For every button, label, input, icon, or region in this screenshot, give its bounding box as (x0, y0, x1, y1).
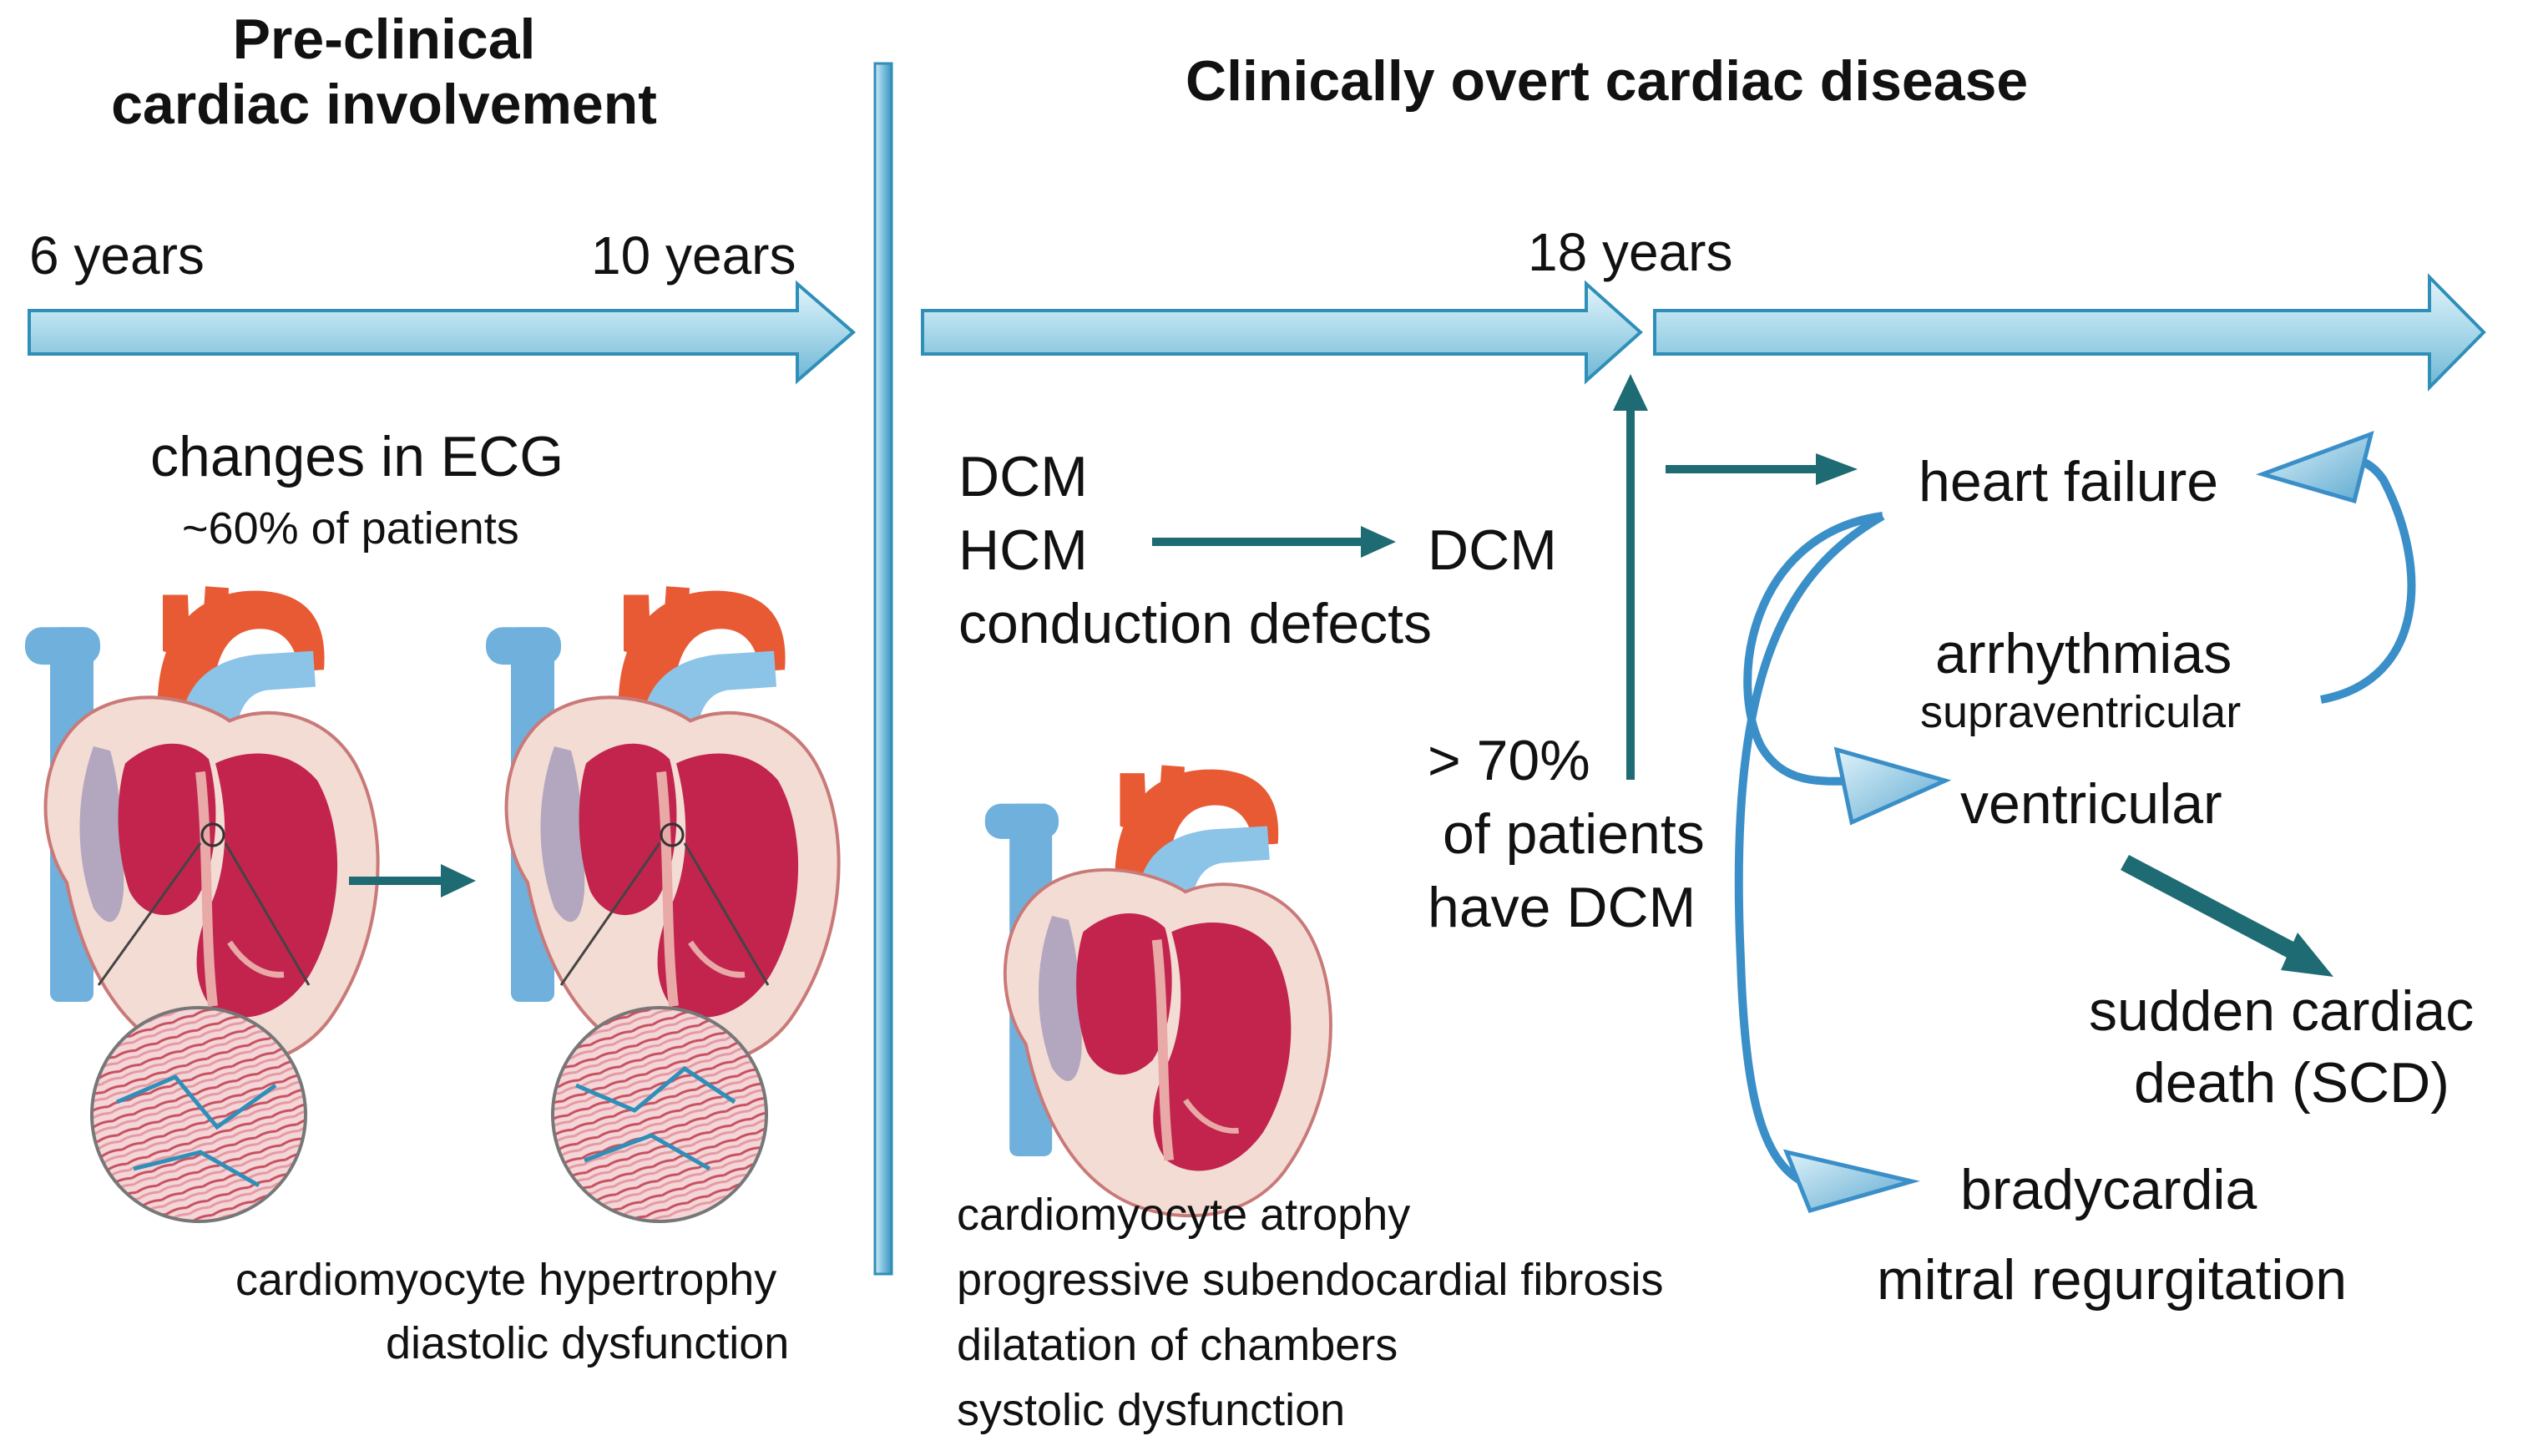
overt-caption-1: cardiomyocyte atrophy (957, 1190, 1411, 1240)
progression-target-dcm: DCM (1428, 518, 1557, 582)
heart-image-dilated (985, 766, 1331, 1216)
header-preclinical: Pre-clinical cardiac involvement (67, 7, 701, 137)
outcome-supraventricular: supraventricular (1920, 687, 2242, 737)
ecg-title: changes in ECG (150, 425, 564, 488)
year-label-18: 18 years (1528, 222, 1733, 282)
outcome-mitral-regurgitation: mitral regurgitation (1877, 1248, 2348, 1312)
outcome-heart-failure: heart failure (1919, 450, 2219, 513)
arrow-heart-progression (349, 877, 441, 885)
phenotype-conduction-defects: conduction defects (958, 592, 1433, 655)
heart-image-10y (486, 586, 839, 1064)
outcome-scd-line2: death (SCD) (2134, 1051, 2450, 1115)
outcome-bradycardia: bradycardia (1960, 1158, 2257, 1221)
phenotype-dcm: DCM (958, 445, 1088, 508)
heart-image-6y (25, 586, 378, 1064)
curve-head-heart-failure (2256, 431, 2374, 504)
stat-line1: > 70% (1428, 729, 1590, 792)
curve-hf-to-bradycardia (1734, 512, 1885, 1186)
year-label-6: 6 years (29, 225, 205, 286)
header-overt: Clinically overt cardiac disease (1186, 49, 2029, 113)
outcome-ventricular: ventricular (1960, 772, 2222, 836)
fiber-magnifier-6y (90, 822, 311, 1223)
preclinical-caption-line1: cardiomyocyte hypertrophy (235, 1255, 777, 1305)
curve-head-bradycardia (1782, 1149, 1920, 1214)
arrow-to-scd (2121, 855, 2313, 967)
arrow-dcm-to-timeline (1626, 411, 1635, 780)
fiber-magnifier-10y (551, 822, 770, 1223)
phase-divider (873, 62, 893, 1276)
header-preclinical-line1: Pre-clinical (232, 8, 536, 71)
overt-caption-2: progressive subendocardial fibrosis (957, 1255, 1664, 1305)
timeline-arrow-overt (921, 280, 1644, 385)
outcome-scd-line1: sudden cardiac (2089, 979, 2475, 1043)
ecg-share: ~60% of patients (182, 503, 519, 554)
stat-line2: of patients (1443, 802, 1705, 866)
curve-head-ventricular (1833, 746, 1952, 826)
connector-arrows (349, 374, 2333, 977)
outcome-arrhythmias: arrhythmias (1935, 622, 2232, 685)
year-label-10: 10 years (591, 225, 796, 286)
timeline-arrow-preclinical (28, 280, 857, 385)
header-preclinical-line2: cardiac involvement (111, 73, 657, 137)
phenotype-hcm: HCM (958, 518, 1088, 582)
arrow-phenotype-to-dcm (1152, 538, 1361, 546)
overt-caption-3: dilatation of chambers (957, 1320, 1398, 1370)
overt-caption-4: systolic dysfunction (957, 1385, 1346, 1435)
stat-line3: have DCM (1428, 876, 1696, 939)
preclinical-caption-line2: diastolic dysfunction (386, 1318, 790, 1368)
timeline-arrow-late (1653, 273, 2486, 392)
arrow-to-heart-failure (1666, 465, 1816, 473)
